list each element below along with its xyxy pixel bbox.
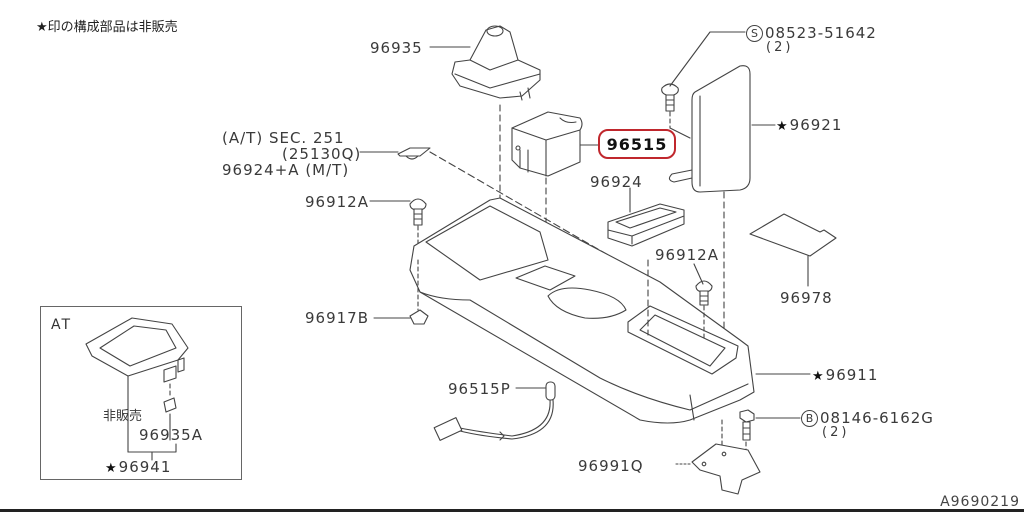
screw-symbol-icon: S xyxy=(746,25,763,42)
label-inset-part-b[interactable]: ★96941 xyxy=(105,459,171,477)
screw-top-icon xyxy=(661,83,679,112)
console-number: 96911 xyxy=(825,366,879,384)
storage-box-icon xyxy=(511,111,583,177)
bolt-symbol-icon: B xyxy=(801,410,818,427)
at-inset-panel: AT 非販売 96935A ★96941 xyxy=(40,306,242,480)
label-mat[interactable]: 96978 xyxy=(780,289,833,307)
star-icon: ★ xyxy=(776,119,789,134)
lid-icon xyxy=(668,65,751,193)
label-sec-ref-3[interactable]: 96924+A (M/T) xyxy=(222,161,350,179)
label-clip-right[interactable]: 96912A xyxy=(655,246,719,264)
inset-not-sold: 非販売 xyxy=(103,409,143,424)
wire-harness-icon xyxy=(433,381,556,441)
inset-cover-icon xyxy=(85,317,189,413)
bolt-icon xyxy=(739,409,755,441)
screw-top-qty: (2) xyxy=(766,40,794,55)
label-lid[interactable]: ★96921 xyxy=(776,117,842,135)
bolt-number: 08146-6162G xyxy=(820,409,934,427)
label-sec-ref-1[interactable]: (A/T) SEC. 251 xyxy=(222,129,345,147)
shift-boot-icon xyxy=(451,25,541,101)
clip-bottom-icon xyxy=(409,309,429,325)
legend-note: ★印の構成部品は非販売 xyxy=(36,20,178,35)
inset-part-b-number: 96941 xyxy=(118,458,172,476)
label-shift-boot[interactable]: 96935 xyxy=(370,39,423,57)
screw-top-number: 08523-51642 xyxy=(765,24,877,42)
label-tray[interactable]: 96924 xyxy=(590,173,643,191)
label-console[interactable]: ★96911 xyxy=(812,367,878,385)
star-icon: ★ xyxy=(105,461,118,476)
star-icon: ★ xyxy=(812,369,825,384)
bracket-icon xyxy=(691,443,761,495)
clip-right-icon xyxy=(695,280,713,306)
bolt-qty: (2) xyxy=(822,425,850,440)
lid-number: 96921 xyxy=(789,116,843,134)
label-clip-left[interactable]: 96912A xyxy=(305,193,369,211)
label-harness[interactable]: 96515P xyxy=(448,380,511,398)
inset-title: AT xyxy=(51,317,73,333)
label-sec-ref-2[interactable]: (25130Q) xyxy=(282,145,362,163)
label-inset-part-a[interactable]: 96935A xyxy=(139,426,203,444)
tray-icon xyxy=(607,203,685,247)
clip-sec-icon xyxy=(397,147,431,160)
mat-icon xyxy=(749,213,837,257)
label-bracket[interactable]: 96991Q xyxy=(578,457,644,475)
highlighted-part-96515[interactable]: 96515 xyxy=(598,129,676,159)
label-clip-bottom[interactable]: 96917B xyxy=(305,309,370,327)
bottom-border xyxy=(0,509,1024,512)
diagram-code: A9690219 xyxy=(940,494,1020,510)
console-body-icon xyxy=(409,197,755,424)
clip-left-icon xyxy=(409,198,427,226)
